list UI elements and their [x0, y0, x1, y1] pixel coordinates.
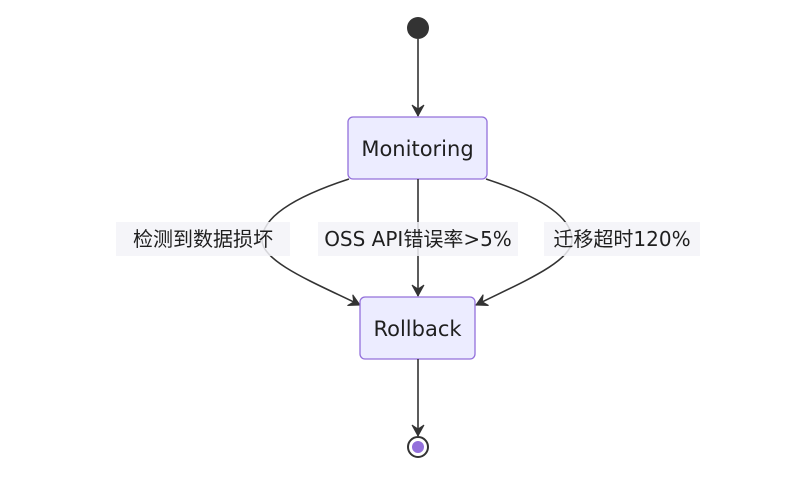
svg-text:OSS API错误率>5%: OSS API错误率>5%	[324, 227, 512, 251]
start-node	[407, 17, 429, 39]
end-node	[407, 436, 429, 458]
state-monitoring[interactable]: Monitoring	[347, 116, 488, 180]
state-rollback-label: Rollback	[373, 317, 462, 341]
svg-text:检测到数据损坏: 检测到数据损坏	[133, 227, 273, 251]
svg-text:迁移超时120%: 迁移超时120%	[553, 227, 690, 251]
state-rollback[interactable]: Rollback	[359, 296, 476, 360]
edge-label-migration-timeout: 迁移超时120%	[544, 222, 700, 256]
edge-label-data-corruption: 检测到数据损坏	[116, 222, 290, 256]
state-monitoring-label: Monitoring	[361, 137, 473, 161]
edge-label-oss-api-error: OSS API错误率>5%	[318, 222, 518, 256]
